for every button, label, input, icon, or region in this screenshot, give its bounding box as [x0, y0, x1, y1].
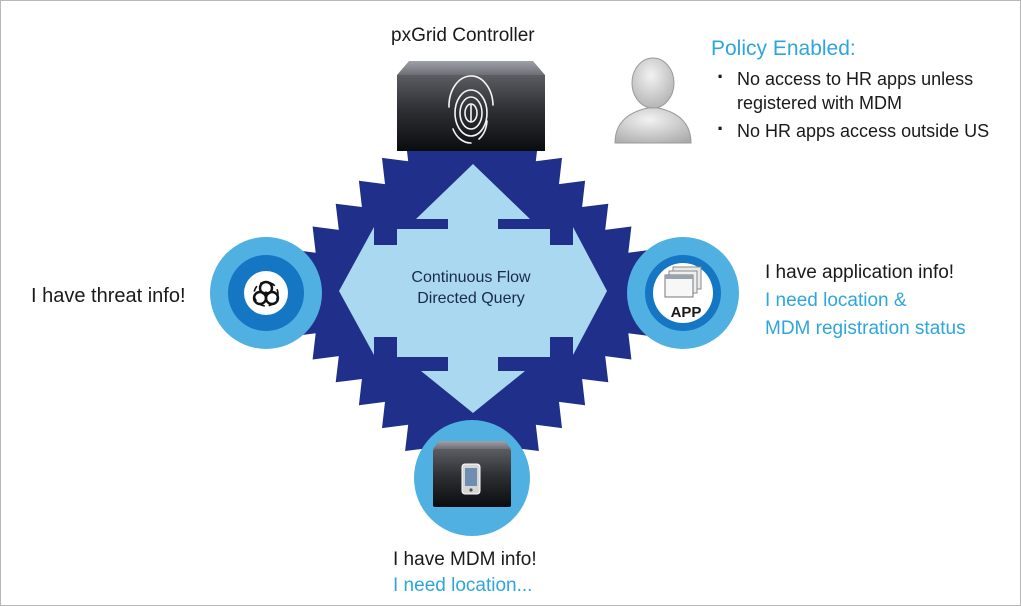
mdm-node	[414, 420, 530, 536]
four-way-arrow	[339, 164, 607, 413]
controller-title: pxGrid Controller	[391, 25, 535, 46]
policy-item: No access to HR apps unless registered w…	[711, 65, 1020, 115]
policy-title: Policy Enabled:	[711, 37, 856, 60]
biohazard-icon	[252, 280, 280, 307]
fingerprint-icon	[448, 75, 494, 144]
app-label: I have application info! I need location…	[765, 259, 966, 343]
policy-item: No HR apps access outside US	[711, 117, 1020, 143]
mdm-label: I have MDM info! I need location...	[393, 547, 537, 599]
threat-label: I have threat info!	[31, 285, 186, 307]
mdm-have-label: I have MDM info!	[393, 549, 537, 570]
mobile-device-icon	[461, 463, 481, 495]
app-need-label-1: I need location &	[765, 290, 907, 311]
continuous-flow-label: Continuous Flow	[411, 269, 531, 286]
app-tag: APP	[670, 304, 702, 321]
policy-list: No access to HR apps unless registered w…	[711, 65, 1020, 143]
threat-node	[210, 237, 322, 349]
user-avatar-icon	[614, 57, 692, 144]
app-windows-icon	[664, 266, 702, 298]
pxgrid-controller-box	[397, 61, 545, 151]
app-have-label: I have application info!	[765, 262, 955, 283]
app-node	[627, 237, 739, 349]
mdm-need-label: I need location...	[393, 575, 533, 596]
directed-query-label: Directed Query	[417, 290, 525, 307]
center-label: Continuous Flow Directed Query	[396, 267, 546, 309]
policy-panel: Policy Enabled: No access to HR apps unl…	[711, 37, 1020, 147]
app-need-label-2: MDM registration status	[765, 318, 966, 339]
